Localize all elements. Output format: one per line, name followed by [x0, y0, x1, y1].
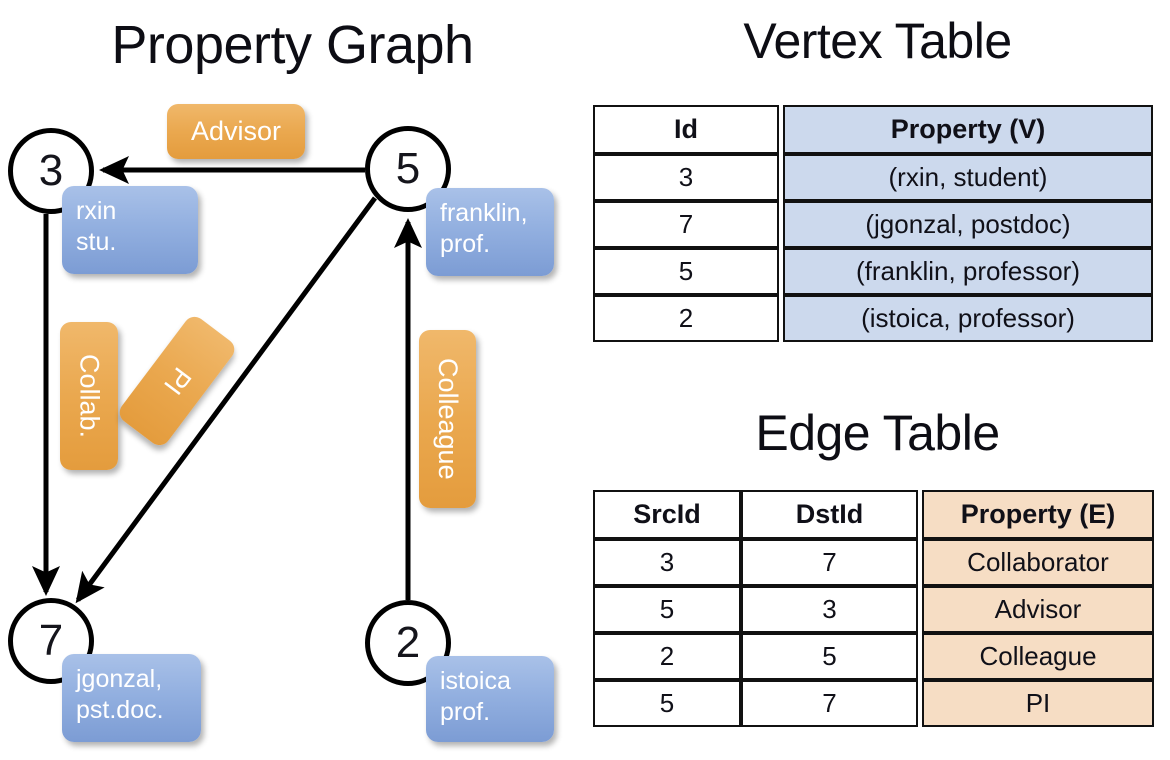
edge-5-to-7	[75, 196, 378, 604]
column-gap	[779, 154, 783, 201]
column-gap	[918, 633, 922, 680]
edge-header-srcid: SrcId	[593, 490, 741, 539]
vertex-cell-property: (franklin, professor)	[783, 248, 1153, 295]
vertex-cell-id: 2	[593, 295, 779, 342]
column-gap	[918, 680, 922, 727]
node-property-line1: franklin,	[440, 199, 528, 227]
table-row: 5 (franklin, professor)	[593, 248, 1153, 295]
edge-cell-srcid: 5	[593, 586, 741, 633]
column-gap	[779, 105, 783, 154]
edge-cell-property: PI	[922, 680, 1154, 727]
node-property-box-3: rxin stu.	[62, 186, 198, 274]
table-row: 3 7 Collaborator	[593, 539, 1154, 586]
page-title-property-graph: Property Graph	[111, 15, 474, 75]
edge-cell-dstid: 5	[741, 633, 918, 680]
edge-label-colleague: Colleague	[419, 330, 476, 508]
node-property-line2: pst.doc.	[76, 695, 164, 724]
node-property-line2: stu.	[76, 227, 117, 256]
edge-label-collab: Collab.	[60, 322, 118, 470]
column-gap	[779, 295, 783, 342]
table-row: 2 5 Colleague	[593, 633, 1154, 680]
edge-cell-srcid: 3	[593, 539, 741, 586]
node-property-line2: prof.	[440, 697, 491, 726]
table-header-row: SrcId DstId Property (E)	[593, 490, 1154, 539]
page-title-vertex-table: Vertex Table	[743, 13, 1012, 69]
column-gap	[918, 539, 922, 586]
column-gap	[918, 586, 922, 633]
table-row: 5 3 Advisor	[593, 586, 1154, 633]
table-row: 7 (jgonzal, postdoc)	[593, 201, 1153, 248]
property-graph-diagram: 3 5 7 2 rxin stu. franklin, prof. jgonza…	[8, 104, 554, 742]
edge-label-text: Advisor	[190, 116, 282, 146]
table-row: 5 7 PI	[593, 680, 1154, 727]
edge-label-text: Collab.	[74, 353, 105, 439]
vertex-cell-id: 7	[593, 201, 779, 248]
node-property-line1: jgonzal,	[76, 665, 163, 693]
vertex-cell-property: (jgonzal, postdoc)	[783, 201, 1153, 248]
edge-cell-srcid: 5	[593, 680, 741, 727]
vertex-cell-id: 3	[593, 154, 779, 201]
column-gap	[779, 201, 783, 248]
vertex-cell-id: 5	[593, 248, 779, 295]
node-property-line2: prof.	[440, 229, 491, 258]
table-header-row: Id Property (V)	[593, 105, 1153, 154]
edge-cell-property: Colleague	[922, 633, 1154, 680]
vertex-header-property: Property (V)	[783, 105, 1153, 154]
edge-cell-property: Collaborator	[922, 539, 1154, 586]
edge-label-text: PI	[157, 362, 198, 401]
graph-node-5[interactable]: 5	[365, 126, 451, 212]
table-row: 2 (istoica, professor)	[593, 295, 1153, 342]
graph-node-2[interactable]: 2	[365, 600, 451, 686]
edge-table: SrcId DstId Property (E) 3 7 Collaborato…	[593, 490, 1154, 727]
edge-cell-srcid: 2	[593, 633, 741, 680]
node-property-box-5: franklin, prof.	[426, 188, 554, 276]
edge-label-advisor: Advisor	[167, 104, 305, 159]
edge-header-dstid: DstId	[741, 490, 918, 539]
edge-cell-dstid: 7	[741, 539, 918, 586]
node-property-box-2: istoica prof.	[426, 656, 554, 742]
table-row: 3 (rxin, student)	[593, 154, 1153, 201]
edge-cell-dstid: 7	[741, 680, 918, 727]
node-property-box-7: jgonzal, pst.doc.	[62, 654, 201, 742]
vertex-table: Id Property (V) 3 (rxin, student) 7 (jgo…	[593, 105, 1153, 342]
column-gap	[918, 490, 922, 539]
edge-cell-property: Advisor	[922, 586, 1154, 633]
vertex-header-id: Id	[593, 105, 779, 154]
edge-label-text: Colleague	[433, 358, 463, 480]
node-property-line1: rxin	[76, 197, 117, 225]
page-title-edge-table: Edge Table	[755, 405, 1000, 461]
edge-header-property: Property (E)	[922, 490, 1154, 539]
vertex-cell-property: (rxin, student)	[783, 154, 1153, 201]
edge-cell-dstid: 3	[741, 586, 918, 633]
vertex-cell-property: (istoica, professor)	[783, 295, 1153, 342]
graph-edges-layer	[32, 156, 422, 604]
column-gap	[779, 248, 783, 295]
node-property-line1: istoica	[440, 667, 511, 695]
